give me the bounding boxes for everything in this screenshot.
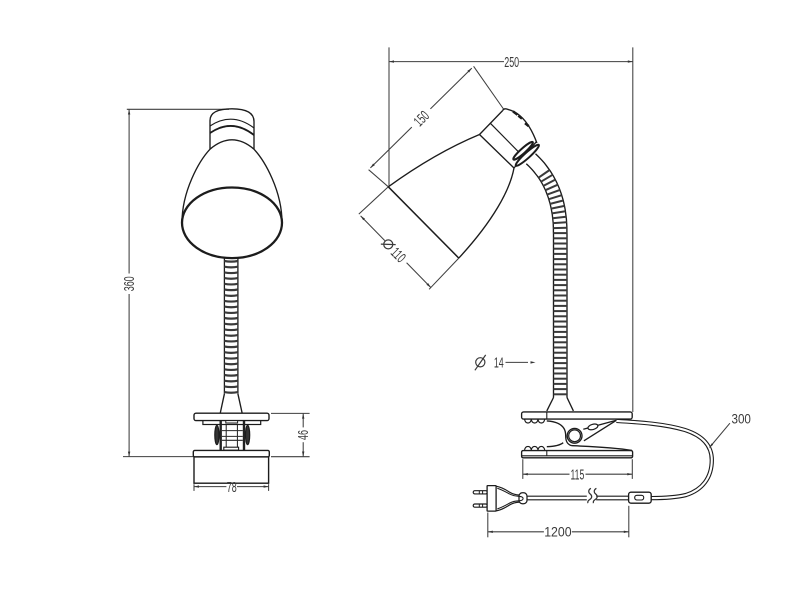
svg-text:1200: 1200	[544, 524, 571, 540]
svg-text:360: 360	[121, 276, 138, 291]
svg-text:115: 115	[571, 466, 585, 483]
svg-text:46: 46	[295, 430, 312, 440]
svg-text:250: 250	[504, 54, 519, 71]
svg-text:78: 78	[227, 479, 237, 496]
svg-text:300: 300	[731, 412, 750, 427]
svg-text:14: 14	[494, 354, 504, 371]
